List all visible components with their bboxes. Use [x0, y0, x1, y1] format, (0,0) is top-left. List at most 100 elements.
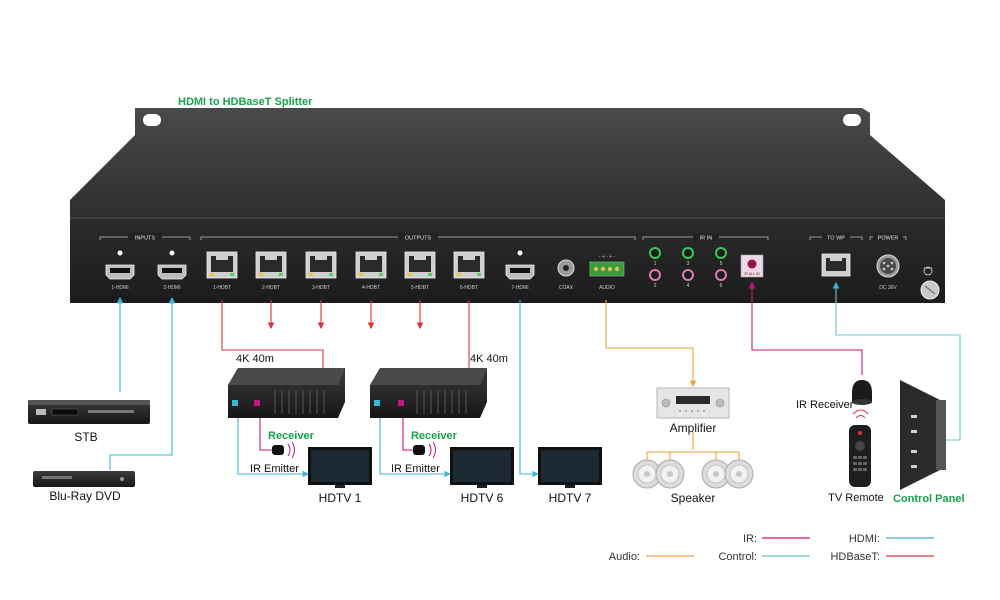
amplifier-device: Amplifier	[656, 387, 730, 435]
hdtv-7: HDTV 7	[538, 447, 602, 505]
ir-jack-5[interactable]	[715, 247, 727, 259]
hdbt-port-2-label: 2-HDBT	[262, 285, 280, 291]
hdtv-1: HDTV 1	[308, 447, 372, 505]
ir-num-1: 1	[654, 261, 657, 267]
section-outputs: OUTPUTS	[405, 236, 432, 242]
control-panel-label: Control Panel	[893, 493, 965, 505]
receiver-2-label: Receiver	[411, 430, 458, 442]
ir-num-6: 6	[720, 283, 723, 289]
speaker-2	[655, 459, 685, 489]
hdbaset-receiver-2: Receiver	[370, 368, 487, 442]
cable-control-panel	[832, 281, 961, 441]
section-labels: INPUTS OUTPUTS IR IN TO WP POWER	[128, 233, 903, 242]
tv-remote: TV Remote	[828, 409, 884, 504]
cable-hdbt-1	[221, 300, 327, 380]
bluray-device: Blu-Ray DVD	[33, 471, 135, 503]
ground-terminal	[920, 266, 940, 300]
hdtv-7-label: HDTV 7	[549, 491, 592, 505]
audio-label: AUDIO	[599, 285, 615, 291]
power-dc-port[interactable]: DC 36V	[876, 254, 900, 291]
hdbt-port-5[interactable]: 5-HDBT	[404, 251, 436, 291]
cable-amp-speakers	[646, 432, 740, 460]
splitter-top-plate	[70, 108, 945, 218]
legend-hdmi-label: HDMI:	[849, 533, 880, 545]
ir-receiver-device: IR Receiver	[796, 380, 872, 411]
ir-jack-2[interactable]	[649, 269, 661, 281]
splitter-front-panel	[70, 218, 945, 303]
cable-hdmi-rx2-tv6	[379, 418, 452, 478]
hdmi-output-7-port[interactable]: 7-HDMI	[505, 250, 535, 292]
hdbt-output-ports: 1-HDBT 2-HDBT 3-HDBT 4-HDBT 5-HDBT 6-HDBT	[206, 251, 485, 291]
speaker-4	[724, 459, 754, 489]
cable-ir-emitter-2	[402, 418, 413, 451]
hdmi-input-2-label: 2-HDMI	[163, 285, 180, 291]
ir-num-5: 5	[720, 261, 723, 267]
ir-jack-3[interactable]	[682, 247, 694, 259]
hdbt-port-6[interactable]: 6-HDBT	[453, 251, 485, 291]
ir-emitter-2-label: IR Emitter	[391, 463, 440, 475]
bluray-label: Blu-Ray DVD	[49, 489, 121, 503]
coax-port[interactable]: COAX	[557, 259, 575, 291]
legend-hdbaset-label: HDBaseT:	[830, 551, 880, 563]
legend-control-label: Control:	[718, 551, 757, 563]
hdtv-1-label: HDTV 1	[319, 491, 362, 505]
cable-ir-emitter-1	[259, 418, 272, 451]
speaker-label: Speaker	[671, 491, 716, 505]
section-ir-in: IR IN	[700, 236, 713, 242]
hdbt-port-3-label: 3-HDBT	[312, 285, 330, 291]
ir-all-in-port[interactable]: IR ALL IN	[740, 254, 764, 278]
control-panel-device: Control Panel	[893, 380, 965, 505]
coax-label: COAX	[559, 285, 574, 291]
to-wp-port[interactable]	[821, 253, 851, 277]
amplifier-label: Amplifier	[670, 421, 717, 435]
hdmi-output-7-label: 7-HDMI	[511, 285, 528, 291]
cables	[109, 281, 961, 478]
ir-emitter-2: IR Emitter	[391, 441, 440, 475]
ir-num-3: 3	[687, 261, 690, 267]
hdbt-output-arrows	[267, 300, 424, 330]
hdmi-input-1-port[interactable]: 1-HDMI	[105, 250, 135, 292]
power-dc-label: DC 36V	[879, 285, 897, 291]
cable-audio-amp	[605, 300, 697, 388]
section-power: POWER	[878, 236, 899, 242]
ir-num-2: 2	[654, 283, 657, 289]
hdbt-port-6-label: 6-HDBT	[460, 285, 478, 291]
rack-ear-hole-left	[143, 114, 161, 126]
section-to-wp: TO WP	[827, 236, 845, 242]
speaker-group: Speaker	[632, 459, 754, 505]
distance-label-1: 4K 40m	[236, 353, 274, 365]
ir-all-in-label: IR ALL IN	[744, 272, 760, 276]
hdbt-port-4-label: 4-HDBT	[362, 285, 380, 291]
hdtv-6-label: HDTV 6	[461, 491, 504, 505]
hdbt-port-4[interactable]: 4-HDBT	[355, 251, 387, 291]
svg-text:- + - + -: - + - + -	[599, 254, 616, 260]
diagram-title: HDMI to HDBaseT Splitter	[178, 96, 313, 108]
ir-jack-6[interactable]	[715, 269, 727, 281]
splitter-device: INPUTS OUTPUTS IR IN TO WP POWER 1-HDMI …	[70, 108, 945, 303]
hdtv-6: HDTV 6	[450, 447, 514, 505]
hdmi-input-2-port[interactable]: 2-HDMI	[157, 250, 187, 292]
hdbaset-receiver-1: Receiver	[228, 368, 345, 442]
ir-emitter-1: IR Emitter	[250, 441, 299, 475]
hdbt-port-3[interactable]: 3-HDBT	[305, 251, 337, 291]
hdmi-input-1-label: 1-HDMI	[111, 285, 128, 291]
legend-ir-label: IR:	[743, 533, 757, 545]
legend: IR: HDMI: Audio: Control: HDBaseT:	[609, 533, 934, 563]
cable-hdmi-rx1-tv1	[237, 418, 310, 478]
hdbt-port-2[interactable]: 2-HDBT	[255, 251, 287, 291]
hdbt-port-1[interactable]: 1-HDBT	[206, 251, 238, 291]
hdbt-port-5-label: 5-HDBT	[411, 285, 429, 291]
audio-terminal-block[interactable]: - + - + - AUDIO	[589, 254, 625, 291]
ir-input-jacks: 1 3 5 2 4 6	[649, 247, 727, 289]
ir-jack-1[interactable]	[649, 247, 661, 259]
cable-ir-receiver	[748, 281, 863, 375]
receiver-1-label: Receiver	[268, 430, 315, 442]
hdbt-port-1-label: 1-HDBT	[213, 285, 231, 291]
stb-label: STB	[74, 430, 97, 444]
ir-emitter-1-label: IR Emitter	[250, 463, 299, 475]
rack-ear-hole-right	[843, 114, 861, 126]
tv-remote-label: TV Remote	[828, 492, 884, 504]
speaker-3	[701, 459, 731, 489]
ir-jack-4[interactable]	[682, 269, 694, 281]
